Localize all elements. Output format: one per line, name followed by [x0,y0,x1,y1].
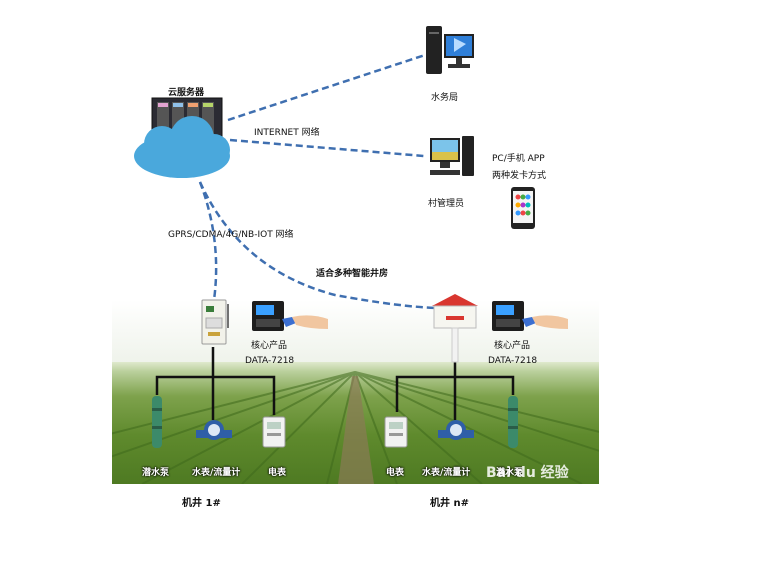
electric-meter-label-right: 电表 [386,468,405,478]
pump-label-left: 潜水泵 [142,468,170,478]
submersible-pump-icon [152,396,162,448]
well-house-icon [432,294,478,363]
card-issue-methods-label: 两种发卡方式 [492,171,547,181]
wells-compatibility-label: 适合多种智能井房 [316,269,389,279]
baidu-watermark: Bai du 经验 [486,465,569,481]
controller-device-icon [252,301,328,331]
trunk-well-1 [155,347,276,420]
water-meter-icon [438,420,474,440]
well-n-label: 机井 n# [430,498,469,509]
cloud-server-icon [134,97,230,178]
pump-label-right: 潜水泵 [496,468,524,478]
well-1-label: 机井 1# [182,498,221,509]
electric-meter-label-left: 电表 [268,468,287,478]
link-cloud-water-bureau [227,53,426,122]
model-label-right: DATA-7218 [488,356,538,366]
water-bureau-label: 水务局 [431,93,459,103]
smartphone-icon [511,187,535,229]
water-meter-label-right: 水表/流量计 [422,468,471,478]
model-label-left: DATA-7218 [245,356,295,366]
desktop-pc-icon [430,136,474,176]
village-admin-label: 村管理员 [428,199,465,209]
cloud-server-label: 云服务器 [168,88,205,98]
wireless-network-label: GPRS/CDMA/4G/NB-IOT 网络 [168,230,294,240]
link-cloud-well-n [198,181,439,310]
desktop-pc-icon [426,26,474,74]
trunk-well-n [395,360,515,420]
controller-device-icon [492,301,568,331]
dashed-links [198,53,439,310]
electric-meter-icon [384,416,408,448]
link-cloud-well-1 [198,181,218,301]
water-meter-label-left: 水表/流量计 [192,468,241,478]
pc-app-label: PC/手机 APP [492,154,545,164]
submersible-pump-icon [508,396,518,448]
water-meter-icon [196,420,232,440]
core-product-label-left: 核心产品 [251,341,288,351]
field-trunk-lines [155,347,515,420]
electric-meter-icon [262,416,286,448]
core-product-label-right: 核心产品 [494,341,531,351]
control-cabinet-icon [201,299,229,345]
internet-network-label: INTERNET 网络 [254,128,320,138]
link-cloud-village-admin [229,138,425,158]
